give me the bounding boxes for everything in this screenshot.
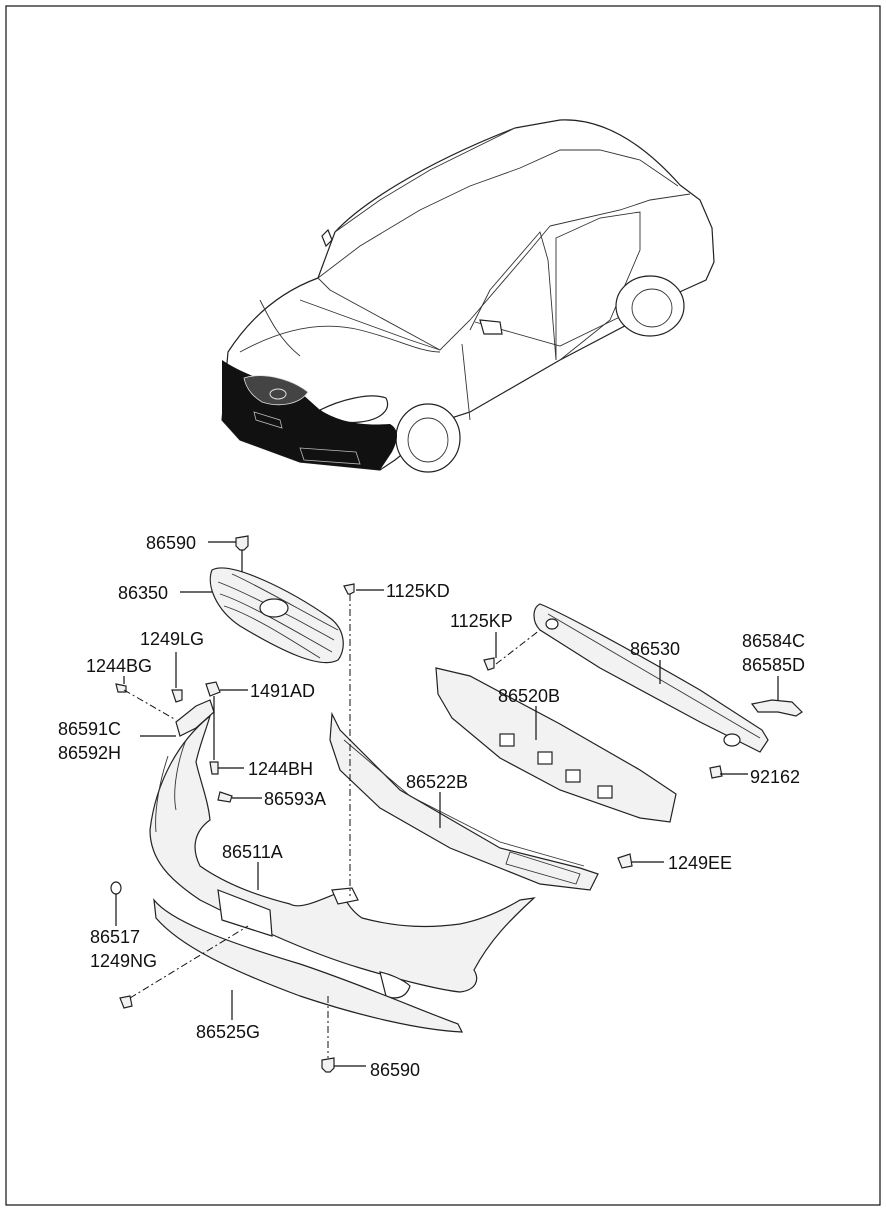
part-labels: 86590 86350 1125KD 1125KP 86530 86584C 8…	[58, 533, 805, 1080]
label-86593A: 86593A	[264, 789, 326, 809]
label-1249EE: 1249EE	[668, 853, 732, 873]
label-92162: 92162	[750, 767, 800, 787]
label-86525G: 86525G	[196, 1022, 260, 1042]
leader-lines	[115, 541, 779, 1067]
label-86592H: 86592H	[58, 743, 121, 763]
label-1244BG: 1244BG	[86, 656, 152, 676]
label-1244BH: 1244BH	[248, 759, 313, 779]
label-86585D: 86585D	[742, 655, 805, 675]
bracket-86584C-icon	[750, 699, 803, 717]
label-1125KD: 1125KD	[386, 581, 450, 601]
lower-grille-86522B	[329, 711, 599, 891]
label-86350: 86350	[118, 583, 168, 603]
fastener-parts	[110, 583, 723, 1073]
label-86590-top: 86590	[146, 533, 196, 553]
lower-lip-86525G	[153, 898, 463, 1033]
label-86590-bottom: 86590	[370, 1060, 420, 1080]
car-illustration	[221, 119, 715, 473]
label-1491AD: 1491AD	[250, 681, 315, 701]
label-86522B: 86522B	[406, 772, 468, 792]
label-86584C: 86584C	[742, 631, 805, 651]
label-86530: 86530	[630, 639, 680, 659]
label-86511A: 86511A	[222, 842, 283, 862]
back-beam-86530	[533, 603, 769, 753]
energy-absorber-86520B	[435, 667, 677, 823]
clip-86590-top-icon	[235, 535, 249, 572]
label-86517: 86517	[90, 927, 140, 947]
bumper-cover-86511A	[149, 714, 536, 999]
label-1249LG: 1249LG	[140, 629, 204, 649]
label-1125KP: 1125KP	[450, 611, 513, 631]
label-86520B: 86520B	[498, 686, 560, 706]
label-1249NG: 1249NG	[90, 951, 157, 971]
label-86591C: 86591C	[58, 719, 121, 739]
radiator-grille-86350	[209, 567, 344, 664]
